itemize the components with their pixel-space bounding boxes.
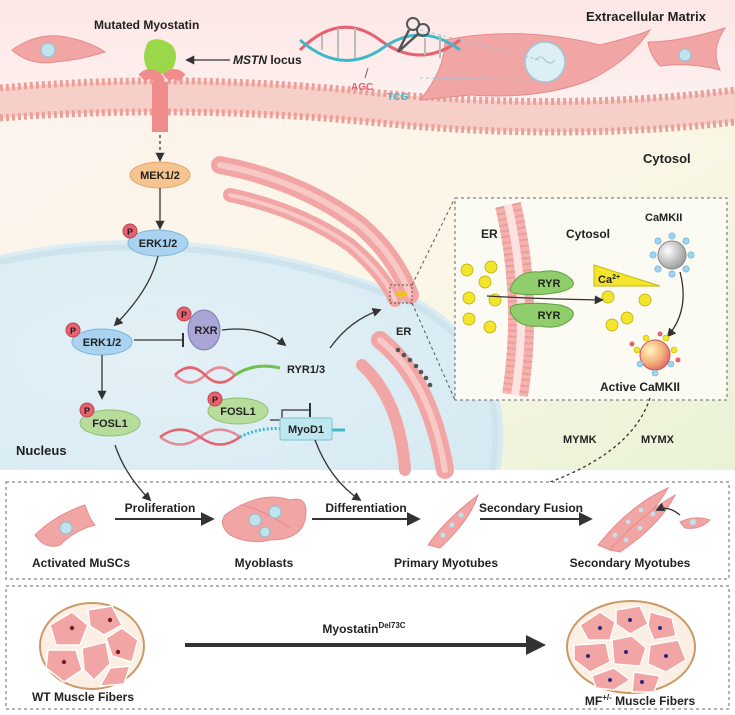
inset-er-label: ER bbox=[481, 227, 498, 241]
ryr-bottom-label: RYR bbox=[538, 310, 561, 322]
secondary-fusion-label: Secondary Fusion bbox=[479, 501, 583, 515]
spindle-cell-top-right bbox=[647, 27, 727, 71]
dna-strand-1 bbox=[174, 364, 281, 384]
primary-myotubes-label: Primary Myotubes bbox=[394, 556, 498, 570]
agc-label: AGC bbox=[351, 82, 373, 93]
mf-fiber-cross-section bbox=[566, 600, 696, 694]
camkii-activation-arrow bbox=[666, 271, 684, 338]
calcium-label: Ca2+ bbox=[598, 274, 620, 286]
erk-translocation-arrow bbox=[113, 255, 159, 327]
myod-to-differentiation-arrow bbox=[314, 439, 362, 502]
ryr-channel bbox=[509, 270, 574, 328]
phospho-label-fosl-a: P bbox=[84, 406, 90, 416]
mstn-gene-label: MSTN bbox=[233, 53, 267, 67]
mymk-label: MYMK bbox=[563, 434, 597, 446]
inset-connector-top bbox=[411, 197, 456, 286]
er-tubules bbox=[211, 156, 454, 479]
phospho-label-erk-nuc: P bbox=[70, 326, 76, 336]
calcium-release-icon bbox=[395, 290, 408, 297]
myostatin-mutant-label: MyostatinDel73C bbox=[322, 621, 405, 636]
spindle-cell-top-left bbox=[11, 35, 107, 64]
large-myocyte bbox=[418, 28, 652, 101]
fusion-incoming-arrow bbox=[655, 502, 681, 516]
calcium-triangle bbox=[593, 264, 661, 287]
active-camkii-label: Active CaMKII bbox=[600, 380, 680, 394]
mf-fibers-label: MF+/- Muscle Fibers bbox=[585, 693, 696, 708]
er-ribosomes bbox=[395, 347, 433, 388]
phospho-badge-fosl-a bbox=[79, 402, 95, 418]
activated-muscs-label: Activated MuSCs bbox=[32, 556, 130, 570]
inset-membrane bbox=[495, 202, 535, 398]
rxr-label: RXR bbox=[194, 325, 217, 337]
phospho-badge-erk-nuc bbox=[65, 322, 81, 338]
rxr-node bbox=[187, 309, 221, 351]
phospho-label-fosl-b: P bbox=[212, 395, 218, 405]
activated-muscs-icon bbox=[34, 504, 96, 547]
ryr13-label: RYR1/3 bbox=[287, 364, 325, 376]
erk-nuclear-label: ERK1/2 bbox=[83, 337, 122, 349]
mutated-myostatin-label: Mutated Myostatin bbox=[94, 18, 199, 32]
myod1-label: MyoD1 bbox=[288, 424, 324, 436]
fosl1-label-a: FOSL1 bbox=[92, 418, 127, 430]
calcium-charge: 2+ bbox=[612, 274, 620, 281]
calcium-flux-arrow bbox=[486, 295, 604, 305]
mstn-locus-label: MSTN locus bbox=[233, 53, 302, 67]
phospho-label-erk-cyto: P bbox=[127, 227, 133, 237]
mf-prefix: MF bbox=[585, 694, 602, 708]
cell-membrane bbox=[0, 77, 735, 136]
fosl-to-proliferation-arrow bbox=[114, 444, 152, 502]
dna-helix-editing bbox=[298, 25, 461, 79]
myoblasts-label: Myoblasts bbox=[235, 556, 294, 570]
zoom-line-top bbox=[419, 29, 541, 61]
fosl1-node-a bbox=[79, 409, 141, 437]
locus-suffix-label: locus bbox=[267, 53, 302, 67]
mek-label: MEK1/2 bbox=[140, 170, 180, 182]
secondary-myotubes-label: Secondary Myotubes bbox=[570, 556, 691, 570]
nucleus-label: Nucleus bbox=[16, 443, 67, 458]
myostatin-name: Myostatin bbox=[322, 622, 378, 636]
cytosol-label: Cytosol bbox=[643, 151, 691, 166]
tcg-label: TCG bbox=[387, 92, 408, 103]
calcium-symbol: Ca bbox=[598, 274, 613, 286]
zoom-line-bottom bbox=[419, 77, 541, 81]
camkii-active-icon bbox=[629, 331, 681, 377]
myostatin-allele: Del73C bbox=[378, 621, 405, 630]
phospho-badge-fosl-b bbox=[207, 391, 223, 407]
scissors-icon bbox=[396, 17, 430, 53]
inset-cytosol-label: Cytosol bbox=[566, 227, 610, 241]
myod1-node bbox=[279, 417, 333, 441]
fosl1-label-b: FOSL1 bbox=[220, 406, 255, 418]
erk-cytosol-label: ERK1/2 bbox=[139, 238, 178, 250]
rxr-to-ryr-arrow bbox=[221, 328, 287, 347]
phospho-badge-erk-cyto bbox=[122, 223, 138, 239]
wt-fiber-cross-section bbox=[39, 602, 145, 690]
proliferation-label: Proliferation bbox=[125, 501, 196, 515]
ryr-top-label: RYR bbox=[538, 278, 561, 290]
phospho-label-rxr: P bbox=[181, 310, 187, 320]
fosl1-node-b bbox=[207, 397, 269, 425]
phospho-badge-rxr bbox=[176, 306, 192, 322]
camkii-label: CaMKII bbox=[645, 212, 682, 224]
ryr-to-er-arrow bbox=[329, 307, 382, 349]
primary-myotube-icon bbox=[427, 493, 479, 549]
differentiation-label: Differentiation bbox=[325, 501, 406, 515]
er-label-small: ER bbox=[396, 326, 411, 338]
mf-genotype: +/- bbox=[602, 693, 612, 702]
mf-suffix: Muscle Fibers bbox=[612, 694, 696, 708]
mymx-label: MYMX bbox=[641, 434, 675, 446]
fosl-inhibits-myod-line bbox=[270, 409, 310, 421]
extracellular-matrix-label: Extracellular Matrix bbox=[586, 9, 707, 24]
wt-fibers-label: WT Muscle Fibers bbox=[32, 690, 134, 704]
camkii-inactive-icon bbox=[649, 232, 695, 278]
differentiation-panel bbox=[5, 481, 730, 580]
myoblasts-icon bbox=[221, 496, 307, 543]
myostatin-receptor bbox=[138, 39, 186, 132]
